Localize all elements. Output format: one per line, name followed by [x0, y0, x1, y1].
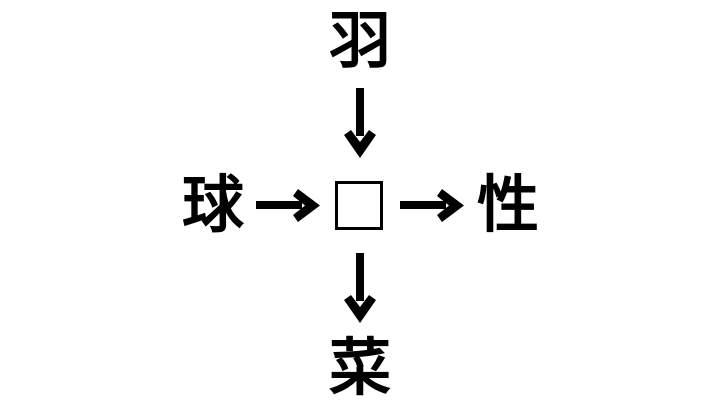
arrow-down-bottom-icon	[344, 253, 376, 323]
kanji-top: 羽	[328, 4, 391, 77]
answer-blank-box[interactable]	[335, 181, 383, 230]
arrow-down-top-icon	[344, 88, 376, 158]
arrow-right-left-icon	[256, 189, 320, 222]
kanji-right: 性	[476, 168, 539, 241]
kanji-left: 球	[181, 168, 244, 241]
kanji-bottom: 菜	[328, 331, 391, 404]
arrow-right-right-icon	[400, 189, 464, 222]
